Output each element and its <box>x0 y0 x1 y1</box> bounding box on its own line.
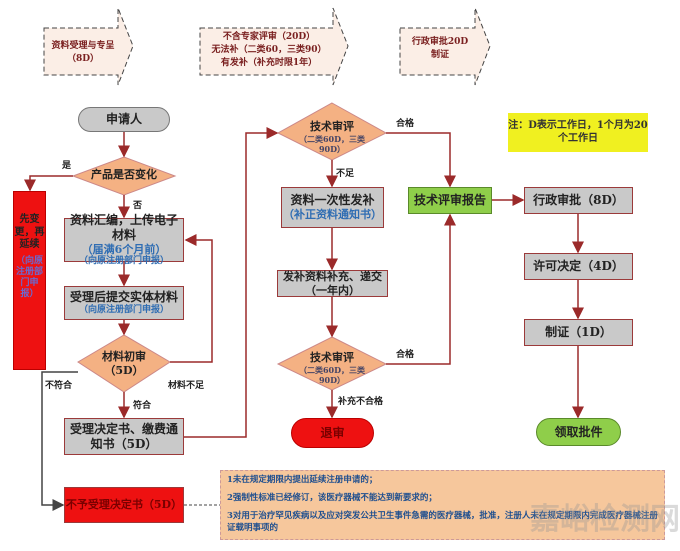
tech-review-2-text: 技术审评 <box>310 351 354 364</box>
banner-arrow-1 <box>43 7 134 86</box>
initial-review-text: 材料初审 <box>102 350 146 363</box>
supplement-once-sub: （补正资料通知书） <box>283 208 382 222</box>
supplement-once-box: 资料一次性发补（补正资料通知书） <box>281 187 384 228</box>
reason-item: 2强制性标准已经修订，该医疗器械不能达到新要求的； <box>227 492 437 503</box>
compile-box: 资料汇编，上传电子材料（届满6个月前）（向原注册部门申报） <box>64 213 184 266</box>
label-insufficient: 材料不足 <box>168 381 205 391</box>
initial-review-days: （5D） <box>104 363 144 377</box>
tech-report-box: 技术评审报告 <box>408 187 492 214</box>
legend-note: 注：D表示工作日，1个月为20个工作日 <box>508 113 648 152</box>
acceptance-box: 受理决定书、缴费通知书（5D） <box>64 418 184 455</box>
banner-label-2: 不含专家评审（20D） 无法补（二类60，三类90） 有发补（补充时限1年） <box>204 31 334 70</box>
banner-line: 有发补（补充时限1年） <box>220 58 318 69</box>
reason-item: 3对用于治疗罕见疾病以及应对突发公共卫生事件急需的医疗器械，批准，注册人未在规定… <box>227 510 658 534</box>
banner-arrow-3 <box>399 7 491 86</box>
initial-review-label: 材料初审（5D） <box>88 350 160 378</box>
banner-label-1: 资料受理与专呈（8D） <box>51 41 115 65</box>
banner-label-3: 行政审批20D 制证 <box>404 36 476 62</box>
label-no: 否 <box>133 201 143 211</box>
tech-review-2-label: 技术审评（二类60D，三类90D） <box>288 351 376 385</box>
withdraw-terminal: 退审 <box>291 418 374 448</box>
supplement-once-text: 资料一次性发补 <box>290 193 375 208</box>
change-first-text: 先变更，再延续 <box>14 214 45 250</box>
tech-review-1-text: 技术审评 <box>310 120 354 133</box>
tech-review-1-label: 技术审评（二类60D，三类90D） <box>288 120 376 154</box>
submit-sub: （向原注册部门申报） <box>78 304 169 315</box>
supplement-submit-sub: （一年内） <box>305 283 360 297</box>
label-lacking: 不足 <box>336 169 355 179</box>
label-noncompliant: 不符合 <box>45 381 73 391</box>
label-qualified-2: 合格 <box>396 350 415 360</box>
change-first-sub: （向原注册部门申报） <box>15 255 43 300</box>
label-yes: 是 <box>62 161 72 171</box>
label-supp-fail: 补充不合格 <box>338 397 384 407</box>
tech-review-1-sub: （二类60D，三类90D） <box>298 133 366 154</box>
label-compliant: 符合 <box>133 401 152 411</box>
submit-text: 受理后提交实体材料 <box>69 289 178 304</box>
banner-line: 制证 <box>430 50 449 61</box>
supplement-submit-text: 发补资料补充、递交 <box>283 269 382 283</box>
change-first-box: 先变更，再延续 （向原注册部门申报） <box>13 191 46 370</box>
license-decision-box: 许可决定（4D） <box>524 253 633 280</box>
compile-note: （届满6个月前） <box>81 242 167 256</box>
compile-sub: （向原注册部门申报） <box>78 256 169 267</box>
supplement-submit-box: 发补资料补充、递交（一年内） <box>277 270 388 297</box>
banner-line: 不含专家评审（20D） <box>222 32 316 42</box>
applicant-terminal: 申请人 <box>78 107 170 132</box>
banner-line: 行政审批20D <box>411 37 469 47</box>
admin-approval-box: 行政审批（8D） <box>524 187 633 214</box>
watermark: 嘉峪检测网 <box>530 502 680 537</box>
certify-box: 制证（1D） <box>524 319 633 346</box>
reason-item: 1未在规定期限内提出延续注册申请的； <box>227 475 378 485</box>
collect-terminal: 领取批件 <box>536 418 621 446</box>
submit-physical-box: 受理后提交实体材料（向原注册部门申报） <box>64 286 184 320</box>
label-qualified-1: 合格 <box>396 119 415 129</box>
banner-arrow-2 <box>199 7 349 86</box>
banner-line: 无法补（二类60，三类90） <box>211 45 327 56</box>
tech-review-2-sub: （二类60D，三类90D） <box>298 364 366 385</box>
compile-text: 资料汇编，上传电子材料 <box>69 212 178 242</box>
product-change-label: 产品是否变化 <box>91 168 157 181</box>
rejection-reasons-note: 1未在规定期限内提出延续注册申请的； 2强制性标准已经修订，该医疗器械不能达到新… <box>220 470 665 540</box>
rejection-box: 不予受理决定书（5D） <box>64 487 184 523</box>
